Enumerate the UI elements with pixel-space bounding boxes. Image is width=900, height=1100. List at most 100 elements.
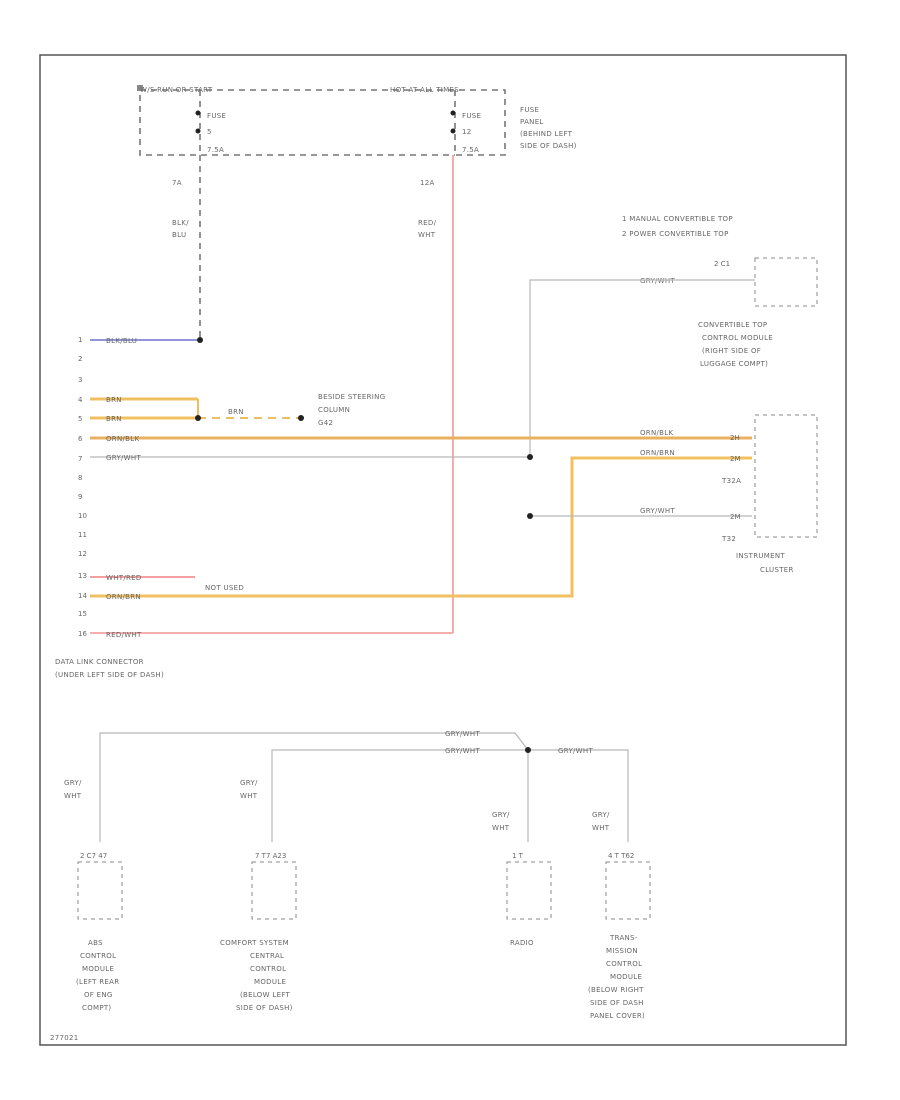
convertible-label-2: CONTROL MODULE [702, 334, 773, 342]
transmission-control-module: GRY/ WHT 4 T T62 TRANS- MISSION CONTROL … [588, 811, 651, 1020]
cluster-label-1: INSTRUMENT [736, 552, 785, 560]
dlc-pin-8: 8 [78, 474, 82, 482]
abs-wire-2: WHT [64, 792, 82, 800]
comfort-label-2: CENTRAL [250, 952, 284, 960]
fuse-12-label: FUSE [462, 112, 481, 120]
trans-label-6: SIDE OF DASH [590, 999, 644, 1007]
splice-blk-blu [197, 337, 203, 343]
ground-brn-label: BRN [228, 408, 244, 416]
dlc-pin-10: 10 [78, 512, 87, 520]
dlc-name-1: DATA LINK CONNECTOR [55, 658, 144, 666]
fuse-right-pin: 12A [420, 179, 435, 187]
figure-id: 277021 [50, 1034, 79, 1042]
dlc-pin-9: 9 [78, 493, 82, 501]
fuse-panel-label-1: FUSE [520, 106, 539, 114]
wire-label-pin-14: ORN/BRN [106, 593, 141, 601]
trans-pins: 4 T T62 [608, 852, 634, 860]
dlc-pin-2: 2 [78, 355, 82, 363]
trans-label-3: CONTROL [606, 960, 642, 968]
trans-label-2: MISSION [606, 947, 638, 955]
trans-label-4: MODULE [610, 973, 642, 981]
not-used-label: NOT USED [205, 584, 244, 592]
convertible-pins: 2 C1 [714, 260, 730, 268]
radio-wire-1: GRY/ [492, 811, 510, 819]
dlc-pin-15: 15 [78, 610, 87, 618]
data-link-pins: 1 2 3 4 5 6 7 8 9 10 11 12 13 14 15 16 [78, 336, 87, 638]
comfort-label-1: COMFORT SYSTEM [220, 939, 289, 947]
abs-label-6: COMPT) [82, 1004, 111, 1012]
fuse-5-rating: 7.5A [207, 146, 224, 154]
cluster-conn-1: T32A [721, 477, 741, 485]
dlc-pin-4: 4 [78, 396, 83, 404]
fuse-panel-label-3: (BEHIND LEFT [520, 130, 573, 138]
ground-label-1: BESIDE STEERING [318, 393, 385, 401]
wire-label-pin-5: BRN [106, 415, 122, 423]
splice-brn [195, 415, 201, 421]
abs-pins: 2 C7 47 [80, 852, 107, 860]
dlc-pin-13: 13 [78, 572, 87, 580]
wire-convertible [529, 279, 755, 455]
trans-wire-1: GRY/ [592, 811, 610, 819]
comfort-label-5: (BELOW LEFT [240, 991, 290, 999]
trans-label-1: TRANS- [609, 934, 638, 942]
fuse-right-header: HOT AT ALL TIMES [390, 86, 459, 94]
wire-label-pin-7: GRY/WHT [106, 454, 141, 462]
cluster-label-2: CLUSTER [760, 566, 794, 574]
cluster-pin-1: 2H [730, 434, 740, 442]
radio-wire-2: WHT [492, 824, 510, 832]
cluster-pin-2: 2M [730, 455, 741, 463]
fuse-left-pin: 7A [172, 179, 182, 187]
fuse-5-label: FUSE [207, 112, 226, 120]
cluster-wire-3: GRY/WHT [640, 507, 675, 515]
wire-label-pin-4: BRN [106, 396, 122, 404]
cluster-wire-2: ORN/BRN [640, 449, 675, 457]
dlc-pin-14: 14 [78, 592, 87, 600]
comfort-wire-1: GRY/ [240, 779, 258, 787]
wire-label-pin-1: BLK/BLU [106, 337, 137, 345]
fuse-panel-label-2: PANEL [520, 118, 544, 126]
fuse-12-rating: 7.5A [462, 146, 479, 154]
comfort-wire-2: WHT [240, 792, 258, 800]
bottom-wire-1: GRY/WHT [445, 730, 480, 738]
bottom-bus: GRY/WHT GRY/WHT GRY/WHT [99, 730, 629, 842]
wire-label-pin-13: WHT/RED [106, 574, 142, 582]
dlc-pin-5: 5 [78, 415, 82, 423]
abs-label-5: OF ENG [84, 991, 113, 999]
bottom-wire-2: GRY/WHT [445, 747, 480, 755]
abs-label-4: (LEFT REAR [76, 978, 119, 986]
wire-blk-blu-2: BLU [172, 231, 186, 239]
dlc-pin-7: 7 [78, 455, 82, 463]
diagram-frame [39, 54, 847, 1046]
ground-g42: BESIDE STEERING COLUMN G42 [298, 393, 385, 427]
abs-label-1: ABS [88, 939, 103, 947]
radio-pins: 1 T [512, 852, 524, 860]
dlc-pin-16: 16 [78, 630, 87, 638]
dlc-pin-3: 3 [78, 376, 82, 384]
convertible-label-3: (RIGHT SIDE OF [702, 347, 761, 355]
wire-red-wht-2: WHT [418, 231, 436, 239]
splice-gry-1 [527, 454, 533, 460]
instrument-cluster: ORN/BLK ORN/BRN GRY/WHT 2H 2M 2M T32A T3… [640, 414, 818, 574]
abs-label-2: CONTROL [80, 952, 116, 960]
fuse-5-number: 5 [207, 128, 212, 136]
comfort-label-6: SIDE OF DASH) [236, 1004, 293, 1012]
note-2: 2 POWER CONVERTIBLE TOP [622, 230, 729, 238]
fuse-panel-label-4: SIDE OF DASH) [520, 142, 577, 150]
convertible-label-4: LUGGAGE COMPT) [700, 360, 768, 368]
wire-label-pin-16: RED/WHT [106, 631, 142, 639]
fuse-left-header: W/S RUN OR START [140, 86, 213, 94]
radio-label: RADIO [510, 939, 534, 947]
splice-gry-2 [527, 513, 533, 519]
wire-red-wht-1: RED/ [418, 219, 437, 227]
cluster-conn-2: T32 [721, 535, 736, 543]
trans-wire-2: WHT [592, 824, 610, 832]
convertible-top-module: 2 C1 GRY/WHT CONVERTIBLE TOP CONTROL MOD… [640, 257, 818, 368]
dlc-pin-1: 1 [78, 336, 82, 344]
cluster-wire-1: ORN/BLK [640, 429, 673, 437]
wire-blk-blu-1: BLK/ [172, 219, 189, 227]
abs-control-module: GRY/ WHT 2 C7 47 ABS CONTROL MODULE (LEF… [64, 779, 123, 1012]
ground-label-2: COLUMN [318, 406, 350, 414]
dlc-name-2: (UNDER LEFT SIDE OF DASH) [55, 671, 164, 679]
note-1: 1 MANUAL CONVERTIBLE TOP [622, 215, 733, 223]
